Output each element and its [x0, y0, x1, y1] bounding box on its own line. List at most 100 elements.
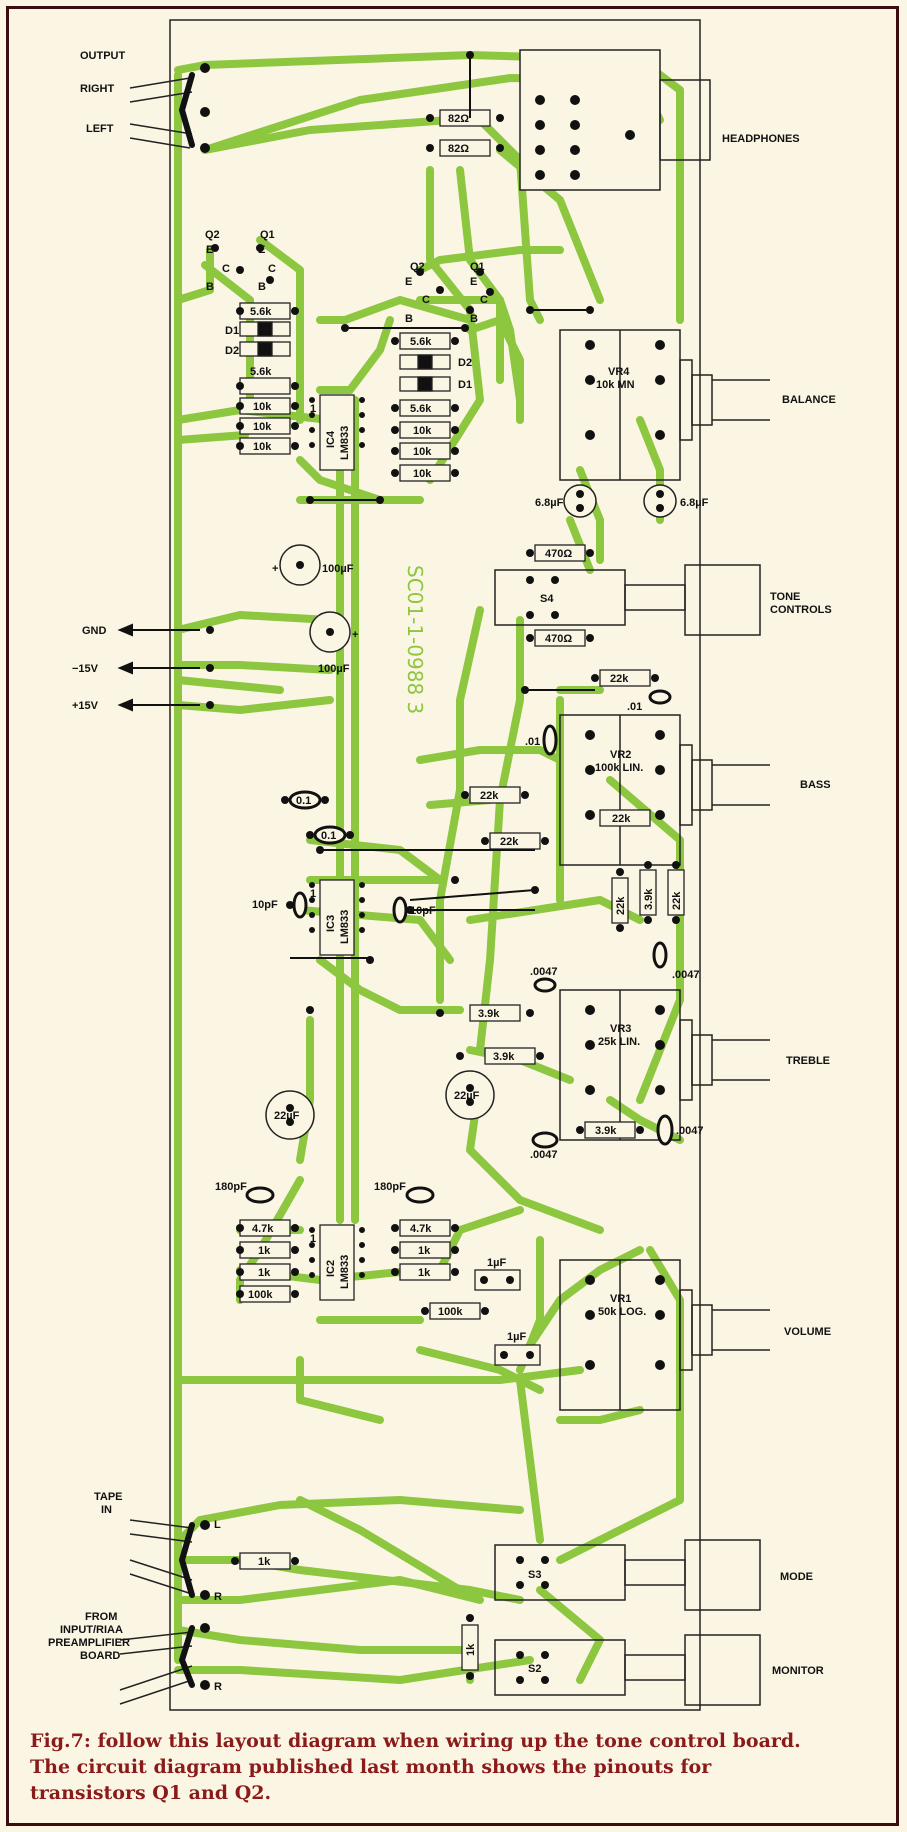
r470-bottom-label: 470Ω [545, 633, 572, 645]
b-left-q2: B [206, 281, 214, 293]
r1k-monitor-label: 1k [465, 1643, 477, 1656]
r10k-r2-label: 10k [413, 446, 432, 458]
vr1-value: 50k LOG. [598, 1306, 646, 1318]
ic4-pin1: 1 [310, 403, 316, 415]
s4-label: S4 [540, 593, 554, 605]
from-label-line1: FROM [85, 1611, 117, 1623]
r56-1-label: 5.6k [250, 306, 272, 318]
r82a-label: 82Ω [448, 113, 469, 125]
d2-left-label: D2 [225, 345, 239, 357]
component-labels: 82Ω 82Ω Q2 Q1 E E C C B B Q2 Q1 E E C C … [205, 113, 709, 1675]
q1-right-label: Q1 [470, 261, 485, 273]
ic2-pin1: 1 [310, 1233, 316, 1245]
ceramic-capacitors [245, 689, 674, 1204]
r22k-a-label: 22k [480, 790, 499, 802]
ic2-part: LM833 [339, 1255, 351, 1289]
volume-label: VOLUME [784, 1326, 831, 1338]
ic2-name: IC2 [325, 1260, 337, 1277]
r1k-l1-label: 1k [258, 1245, 271, 1257]
c01-top-label: .01 [627, 701, 642, 713]
c0047-c-label: .0047 [530, 1149, 558, 1161]
resistor-bodies [239, 109, 685, 1671]
bass-label: BASS [800, 779, 831, 791]
r22k-v2-label: 22k [671, 891, 683, 910]
pcb-layout-diagram: 82Ω 82Ω Q2 Q1 E E C C B B Q2 Q1 E E C C … [48, 19, 836, 1711]
d2-right-label: D2 [458, 357, 472, 369]
c10pf-right-label: 10pF [410, 905, 436, 917]
tone-label-line2: CONTROLS [770, 604, 832, 616]
r56-4-label: 5.6k [410, 403, 432, 415]
electrolytic-capacitors [265, 484, 677, 1140]
from-label-line3: PREAMPLIFIER [48, 1637, 130, 1649]
r56-3-label: 5.6k [410, 336, 432, 348]
solder-pads [200, 51, 680, 1690]
r56-2-label: 5.6k [250, 366, 272, 378]
e-right-q1: E [470, 276, 477, 288]
tone-label-line1: TONE [770, 591, 800, 603]
e-left-q2: E [206, 244, 213, 256]
r39k-a-label: 3.9k [478, 1008, 500, 1020]
c180-left-label: 180pF [215, 1181, 247, 1193]
r100k-left-label: 100k [248, 1289, 273, 1301]
right-label: RIGHT [80, 83, 115, 95]
caption-line-1: Fig.7: follow this layout diagram when w… [30, 1730, 801, 1752]
c22-right-label: 22µF [454, 1090, 480, 1102]
monitor-label: MONITOR [772, 1665, 824, 1677]
caption-line-3: transistors Q1 and Q2. [30, 1782, 272, 1804]
r1k-l2-label: 1k [258, 1267, 271, 1279]
r22k-v-label: 22k [615, 896, 627, 915]
vr2-name: VR2 [610, 749, 631, 761]
output-label: OUTPUT [80, 50, 126, 62]
tape-l-label: L [214, 1519, 221, 1531]
gnd-label: GND [82, 625, 107, 637]
r82b-label: 82Ω [448, 143, 469, 155]
ic4-name: IC4 [325, 430, 337, 448]
b-right-q2: B [405, 313, 413, 325]
c68-left-label: 6.8µF [535, 497, 564, 509]
c01-left-label: .01 [525, 736, 540, 748]
vr1-name: VR1 [610, 1293, 631, 1305]
connector-labels: OUTPUT RIGHT LEFT HEADPHONES BALANCE TON… [48, 50, 836, 1693]
c68-right-label: 6.8µF [680, 497, 709, 509]
r10k-r3-label: 10k [413, 468, 432, 480]
r47k-right-label: 4.7k [410, 1223, 432, 1235]
c100-bottom-label: 100µF [318, 663, 350, 675]
power-arrows [117, 623, 200, 712]
e-right-q2: E [405, 276, 412, 288]
minus15-label: −15V [72, 663, 99, 675]
treble-label: TREBLE [786, 1055, 830, 1067]
r10k-l3-label: 10k [253, 441, 272, 453]
c0047-b-label: .0047 [672, 969, 700, 981]
tape-label-line2: IN [101, 1504, 112, 1516]
r47k-left-label: 4.7k [252, 1223, 274, 1235]
q1-left-label: Q1 [260, 229, 275, 241]
balance-label: BALANCE [782, 394, 836, 406]
r470-top-label: 470Ω [545, 548, 572, 560]
r10k-l1-label: 10k [253, 401, 272, 413]
vr2-value: 100k LIN. [595, 762, 643, 774]
tape-label-line1: TAPE [94, 1491, 123, 1503]
caption-line-2: The circuit diagram published last month… [30, 1756, 712, 1778]
headphones-label: HEADPHONES [722, 133, 800, 145]
c10pf-left-label: 10pF [252, 899, 278, 911]
r39k-b-label: 3.9k [493, 1051, 515, 1063]
s3-label: S3 [528, 1569, 541, 1581]
c-right-q1: C [480, 294, 488, 306]
c-left-q2: C [222, 263, 230, 275]
c0047-a-label: .0047 [530, 966, 558, 978]
plus15-label: +15V [72, 700, 99, 712]
c1uf-a-label: 1µF [487, 1257, 506, 1269]
wire-links [290, 55, 595, 959]
c0047-d-label: .0047 [676, 1125, 704, 1137]
b-right-q1: B [470, 313, 478, 325]
r1k-r1-label: 1k [418, 1245, 431, 1257]
vr3-name: VR3 [610, 1023, 631, 1035]
from-label-line2: INPUT/RIAA [60, 1624, 123, 1636]
pcb-board-outline [169, 19, 701, 1711]
r22k-c-label: 22k [500, 836, 519, 848]
board-code: SC01-1-0988 3 [403, 565, 427, 714]
r22k-top-label: 22k [610, 673, 629, 685]
r39k-c-label: 3.9k [595, 1125, 617, 1137]
r1k-tape-label: 1k [258, 1556, 271, 1568]
c1uf-b-label: 1µF [507, 1331, 526, 1343]
